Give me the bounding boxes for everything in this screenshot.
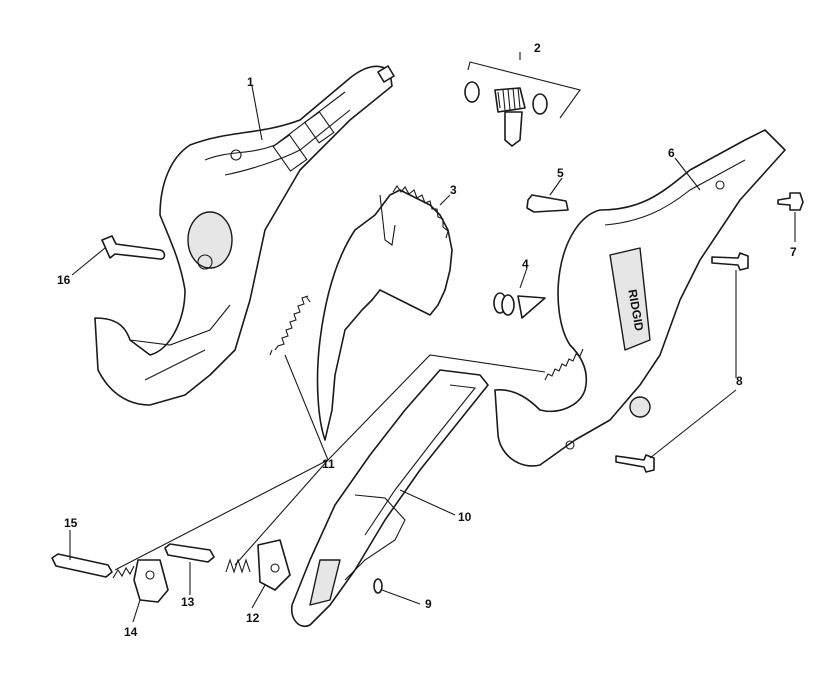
part-1-left-handle [94,65,395,406]
callout-8: 8 [736,374,743,388]
part-11-spring-b [544,348,584,381]
callout-9: 9 [425,597,432,611]
part-11-spring-d [225,558,251,574]
part-15-pin [51,553,113,578]
leader-lines [69,52,796,623]
callout-3: 3 [450,183,457,197]
part-10-lower-handle [290,369,489,627]
part-2-ratchet-assembly [464,61,581,147]
part-3-cutting-blade [316,185,453,441]
part-5-pin [526,194,569,213]
part-11-spring-a [269,295,311,356]
part-16-pivot-pin [101,235,166,260]
callout-16: 16 [57,273,71,287]
callout-10: 10 [458,510,472,524]
callout-7: 7 [790,245,797,259]
callout-6: 6 [668,146,675,160]
callout-15: 15 [64,516,78,530]
callout-13: 13 [181,595,195,609]
callout-1: 1 [247,75,254,89]
part-12-bracket [257,539,291,591]
part-11-spring-c [112,565,135,579]
callout-14: 14 [124,625,138,639]
callout-labels: 1 2 3 5 4 6 7 8 9 10 11 12 13 14 15 16 [57,41,797,639]
part-6-right-handle: RIDGID [494,129,786,467]
part-13-pin [164,543,215,563]
callout-2: 2 [534,41,541,55]
callout-11: 11 [322,457,335,471]
callout-4: 4 [522,257,529,271]
callout-12: 12 [246,611,260,625]
part-8-screws [615,252,749,473]
callout-5: 5 [557,166,564,180]
part-4-pawl-assembly [493,292,546,319]
part-14-latch [133,559,169,603]
part-9-retaining-clip [373,578,383,594]
part-7-screw [777,192,804,211]
